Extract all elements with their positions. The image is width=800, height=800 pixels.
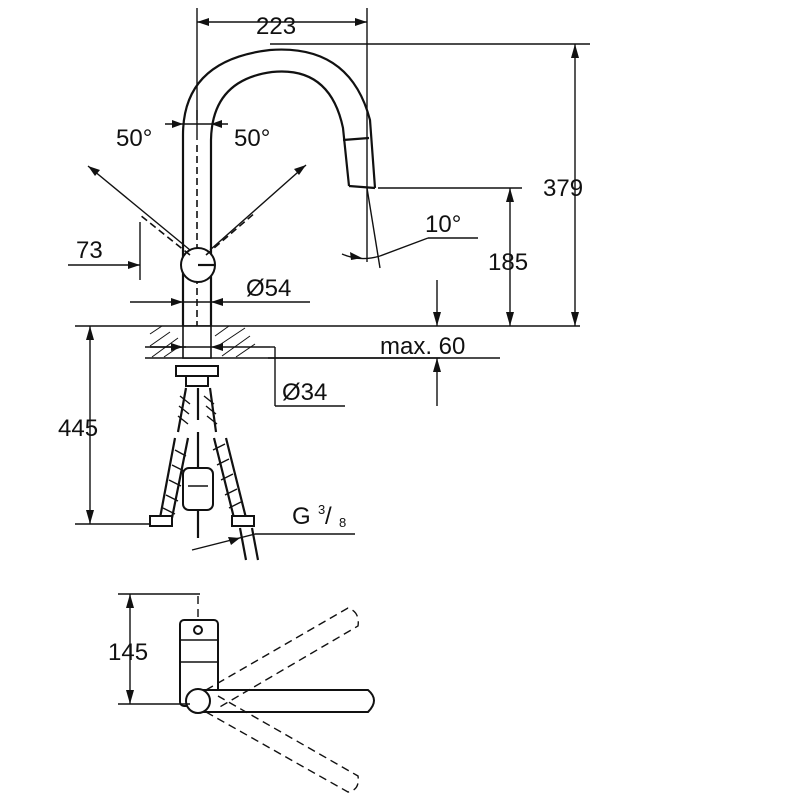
dim-body-diameter: Ø54 (246, 275, 291, 302)
mount-and-hoses (149, 365, 260, 561)
dim-plan-depth: 145 (108, 639, 148, 666)
dim-hole-diameter: Ø34 (282, 379, 327, 406)
plan-body (179, 596, 219, 707)
plan-lever (185, 607, 375, 793)
dim-connection-slash: / (325, 503, 332, 530)
dim-total-height: 379 (543, 175, 583, 202)
dim-connection-denominator: 8 (339, 515, 346, 530)
lever-handle (139, 211, 257, 283)
dim-lever-offset: 73 (76, 237, 103, 264)
swivel-angle-lines (87, 120, 307, 251)
faucet-body (181, 48, 377, 330)
plan-dimension (118, 593, 200, 705)
dim-connection-letter: G (292, 503, 311, 530)
plan-view (118, 593, 375, 793)
counter-top (75, 325, 580, 359)
dim-spout-reach: 223 (256, 13, 296, 40)
dimension-labels: 223 379 185 50° 50° 73 Ø54 10° max. 60 Ø… (58, 13, 583, 666)
dim-max-counter: max. 60 (380, 333, 465, 360)
dim-swivel-right: 50° (234, 125, 270, 152)
dimension-lines (68, 8, 590, 551)
dim-swivel-left: 50° (116, 125, 152, 152)
dim-spout-angle: 10° (425, 211, 461, 238)
dim-connection-numerator: 3 (318, 502, 325, 517)
side-elevation (68, 8, 590, 561)
dim-hose-length: 445 (58, 415, 98, 442)
dim-spout-height: 185 (488, 249, 528, 276)
